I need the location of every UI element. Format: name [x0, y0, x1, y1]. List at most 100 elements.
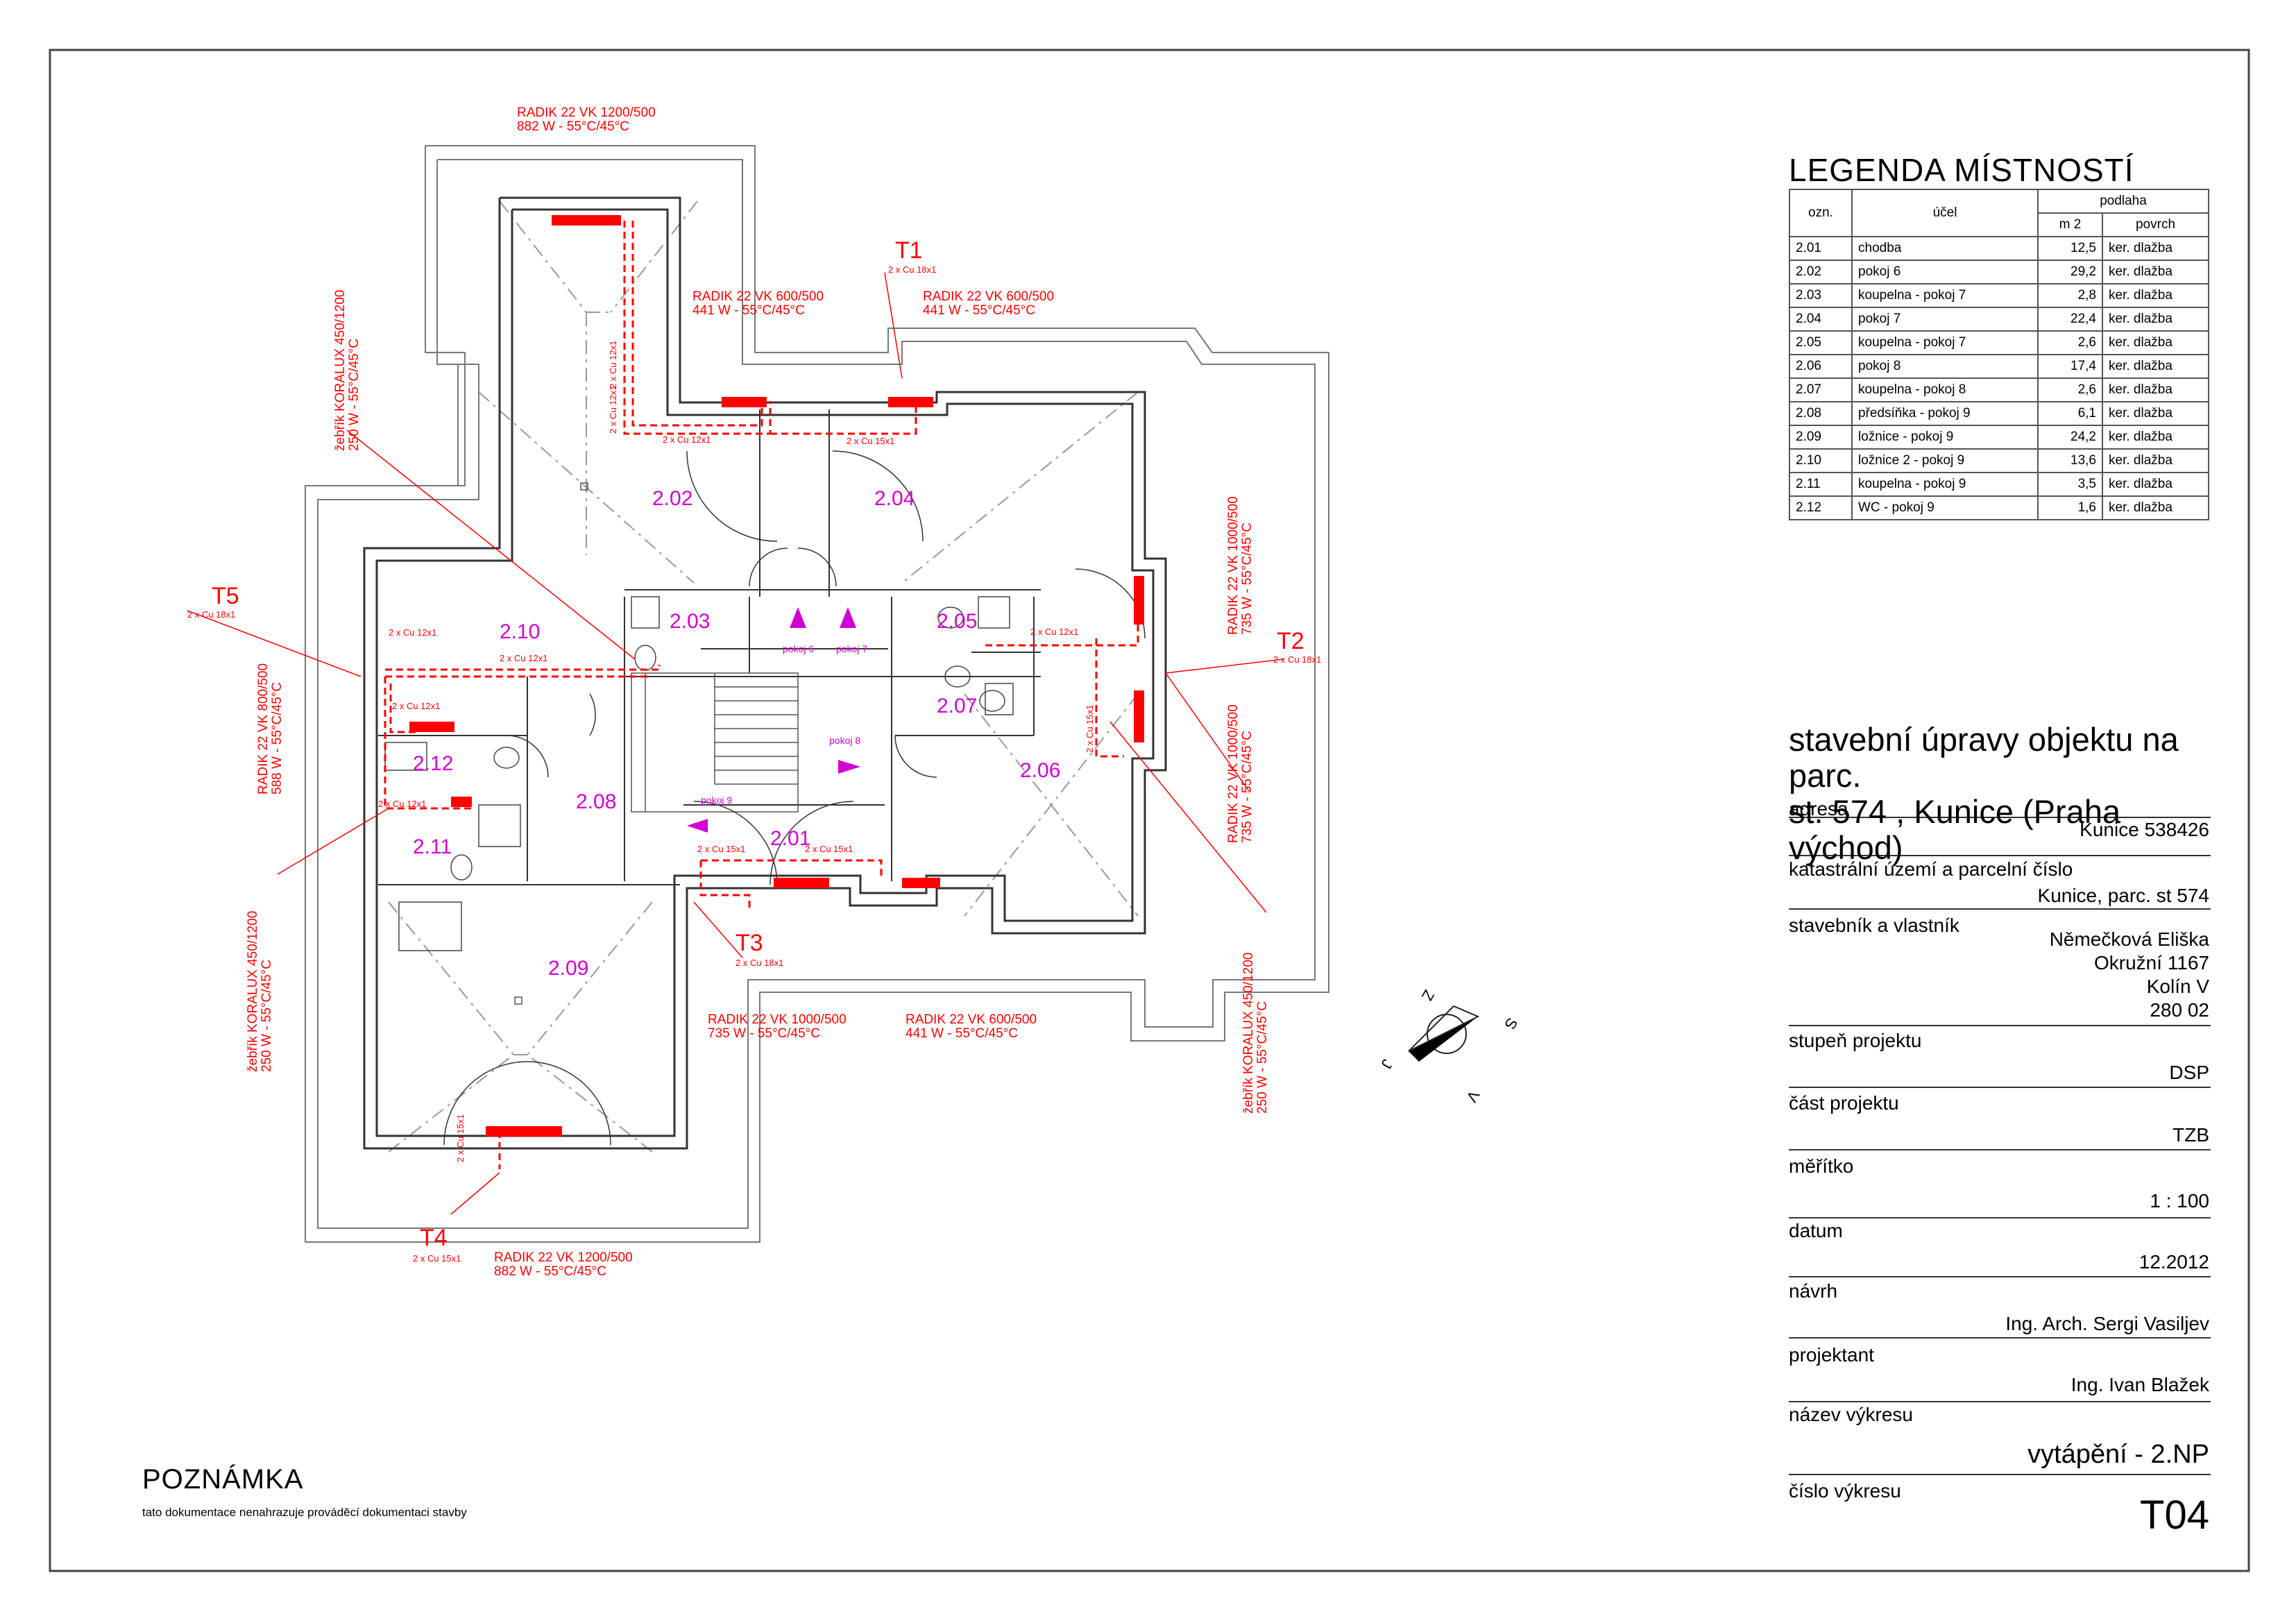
legend-cell-ozn: 2.04 [1789, 307, 1853, 332]
room-2-09: 2.09 [548, 957, 588, 980]
note-text: tato dokumentace nenahrazuje prováděcí d… [142, 1506, 467, 1519]
compass [1408, 1005, 1480, 1062]
katastr-value: Kunice, parc. st 574 [2037, 885, 2209, 906]
radiators [409, 215, 1144, 1137]
note-title: POZNÁMKA [142, 1464, 304, 1495]
legend-cell-ozn: 2.01 [1789, 236, 1853, 261]
legend-cell-m2: 1,6 [2037, 495, 2103, 520]
heating-pipes [384, 221, 1139, 1169]
legend-cell-povrch: ker. dlažba [2102, 495, 2209, 520]
legend-cell-m2: 2,6 [2037, 330, 2103, 355]
pipe-label-e: 2 x Cu 15x1 [1085, 705, 1095, 753]
pipe-label-b: 2 x Cu 12x1 [663, 434, 711, 445]
radiator-2-10 [409, 722, 454, 732]
stavebnik-label: stavebník a vlastník [1789, 915, 1959, 936]
radiator-right-koralux-power: 250 W - 55°C/45°C [1255, 1001, 1270, 1114]
projektant-label: projektant [1789, 1344, 1874, 1366]
legend-cell-ucel: chodba [1851, 236, 2039, 261]
radiator-right-vk1-name: RADIK 22 VK 1000/500 [1226, 496, 1241, 635]
cast-label: část projektu [1789, 1092, 1899, 1114]
legend-cell-povrch: ker. dlažba [2102, 307, 2209, 332]
legend-cell-m2: 3,5 [2037, 472, 2103, 497]
radiator-top-power: 882 W - 55°C/45°C [517, 119, 629, 134]
room-2-02: 2.02 [652, 487, 692, 510]
radiator-right-vk2-name: RADIK 22 VK 1000/500 [1226, 704, 1241, 843]
pipe-label-i: 2 x Cu 15x1 [805, 844, 853, 854]
legend-cell-ucel: pokoj 6 [1851, 260, 2039, 284]
radiator-bottom-power: 882 W - 55°C/45°C [494, 1264, 606, 1279]
radiator-left-koralux-power: 250 W - 55°C/45°C [347, 339, 362, 451]
riser-t4: T4 [420, 1225, 448, 1251]
legend-cell-ucel: koupelna - pokoj 9 [1851, 472, 2039, 497]
pipe-label-h: 2 x Cu 15x1 [697, 844, 745, 854]
cast-value: TZB [2172, 1124, 2209, 1146]
riser-t5-pipe: 2 x Cu 18x1 [187, 609, 235, 620]
katastr-label: katastrální území a parcelní číslo [1789, 858, 2073, 880]
radiator-2-02-power: 441 W - 55°C/45°C [692, 303, 805, 318]
radiator-top-name: RADIK 22 VK 1200/500 [517, 105, 656, 120]
door-swings [443, 450, 1146, 1146]
radiator-2-06-a [1134, 576, 1144, 624]
legend-cell-ozn: 2.06 [1789, 354, 1853, 379]
legend-cell-ucel: pokoj 8 [1851, 354, 2039, 379]
project-title-line1: stavební úpravy objektu na parc. [1789, 721, 2179, 794]
legend-cell-ozn: 2.08 [1789, 401, 1853, 426]
riser-t2-pipe: 2 x Cu 18x1 [1273, 654, 1321, 665]
legend-cell-m2: 22,4 [2037, 307, 2103, 332]
room-2-08: 2.08 [576, 790, 616, 813]
radiator-2-04-name: RADIK 22 VK 600/500 [923, 289, 1054, 304]
legend-cell-povrch: ker. dlažba [2102, 236, 2209, 261]
legend-cell-povrch: ker. dlažba [2102, 260, 2209, 284]
legend-header-ozn: ozn. [1789, 189, 1853, 237]
project-title-line2: st. 574 , Kunice (Praha východ) [1789, 793, 2121, 866]
radiator-left-koralux2-power: 250 W - 55°C/45°C [260, 960, 274, 1072]
staircase [631, 672, 799, 813]
room-2-06: 2.06 [1020, 759, 1060, 782]
radiator-2-06-b [1134, 690, 1144, 742]
pipe-label-m: 2 x Cu 12x1 [608, 386, 618, 434]
legend-title: LEGENDA MÍSTNOSTÍ [1789, 152, 2134, 188]
arrow-pokoj-9 [687, 819, 708, 833]
datum-value: 12.2012 [2138, 1251, 2209, 1273]
riser-t3: T3 [735, 930, 763, 956]
legend-cell-ozn: 2.02 [1789, 260, 1853, 284]
legend-cell-ucel: koupelna - pokoj 7 [1851, 330, 2039, 355]
radiator-2-02-top [552, 215, 621, 226]
pipe-label-a: 2 x Cu 12x1 [608, 341, 618, 389]
room-2-10: 2.10 [500, 620, 540, 643]
compass-s: S [1501, 1015, 1521, 1033]
radiator-bot1-name: RADIK 22 VK 1000/500 [708, 1012, 847, 1027]
stavebnik-zip: 280 02 [2150, 999, 2209, 1021]
radiator-right-vk1-power: 735 W - 55°C/45°C [1240, 522, 1255, 635]
stair-label-pokoj-8: pokoj 8 [829, 735, 860, 746]
radiator-left-koralux2-name: žebřík KORALUX 450/1200 [246, 911, 260, 1072]
legend-cell-ucel: pokoj 7 [1851, 307, 2039, 332]
legend-cell-m2: 12,5 [2037, 236, 2103, 261]
legend-cell-m2: 29,2 [2037, 260, 2103, 284]
compass-v: V [1463, 1088, 1483, 1105]
pipe-label-l: 2 x Cu 15x1 [455, 1114, 466, 1162]
outer-walls [363, 196, 1167, 1150]
meritko-value: 1 : 100 [2150, 1190, 2209, 1212]
compass-z: Z [1418, 987, 1438, 1004]
radiator-right-vk2-power: 735 W - 55°C/45°C [1240, 731, 1255, 843]
radiator-right-koralux-name: žebřík KORALUX 450/1200 [1241, 953, 1256, 1114]
radiator-2-01-b [902, 878, 940, 888]
legend-cell-povrch: ker. dlažba [2102, 354, 2209, 379]
radiator-2-02 [722, 397, 767, 407]
radiator-bot1-power: 735 W - 55°C/45°C [708, 1026, 820, 1041]
nazev-value: vytápění - 2.NP [2027, 1440, 2209, 1469]
sanitary-fixtures [384, 596, 1014, 951]
roof-outline [305, 145, 1329, 1243]
arrow-pokoj-6 [790, 607, 806, 628]
radiator-bottom-name: RADIK 22 VK 1200/500 [494, 1250, 633, 1265]
riser-t5: T5 [212, 583, 239, 609]
nazev-label: název výkresu [1789, 1404, 1913, 1425]
radiator-bot2-power: 441 W - 55°C/45°C [905, 1026, 1018, 1041]
legend-header-povrch: povrch [2102, 212, 2209, 237]
